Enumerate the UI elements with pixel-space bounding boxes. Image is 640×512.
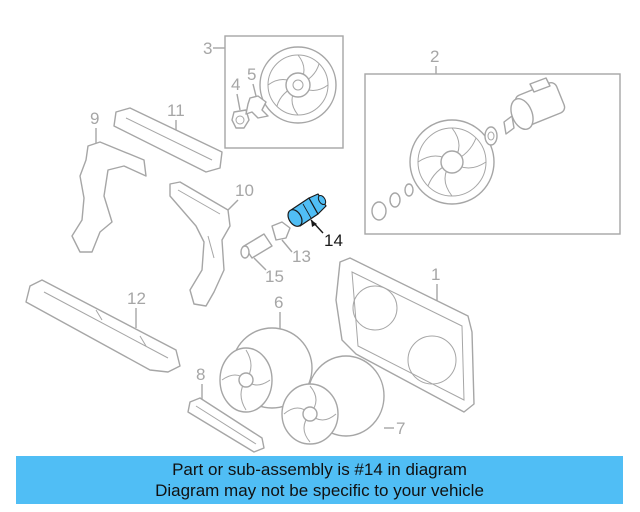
sensor-icon <box>240 233 273 259</box>
part-5-group: 5 <box>245 65 269 119</box>
part-15-group: 15 <box>240 233 284 286</box>
side-bracket-icon <box>71 141 147 253</box>
upper-panel-icon <box>113 107 223 173</box>
part-13-group: 13 <box>271 221 311 266</box>
callout-3: 3 <box>203 39 212 58</box>
fan-blade-6-icon <box>219 347 273 413</box>
rings-icon <box>371 183 414 221</box>
banner-line-1: Part or sub-assembly is #14 in diagram <box>172 460 467 479</box>
clip-icon <box>245 95 269 119</box>
part-12-group: 12 <box>25 279 181 373</box>
side-panel-icon <box>169 181 231 307</box>
bolt-icon <box>231 109 250 129</box>
part-2-box <box>364 73 621 235</box>
callout-2: 2 <box>430 47 439 66</box>
part-10-group: 10 <box>169 181 254 307</box>
part-7-group: 7 <box>281 355 405 445</box>
fan-assembly-icon <box>409 119 495 205</box>
part-6-group: 6 <box>219 293 313 413</box>
callout-1: 1 <box>431 265 440 284</box>
part-3-box <box>224 35 344 149</box>
fan-blade-icon <box>259 46 337 124</box>
info-banner: Part or sub-assembly is #14 in diagram D… <box>16 456 623 504</box>
part-2-group: 2 <box>364 47 621 235</box>
banner-line-2: Diagram may not be specific to your vehi… <box>155 481 484 500</box>
temperature-sensor-icon <box>287 193 327 227</box>
fan-blade-7-icon <box>281 383 339 445</box>
part-14-group: 14 <box>287 193 343 250</box>
washer-icon <box>484 115 515 146</box>
fan-shroud-icon <box>335 257 475 413</box>
callout-15: 15 <box>265 267 284 286</box>
callout-10: 10 <box>235 181 254 200</box>
callout-8: 8 <box>196 365 205 384</box>
callout-11: 11 <box>167 101 185 120</box>
lower-panel-icon <box>25 279 181 373</box>
callout-9: 9 <box>90 109 99 128</box>
motor-icon <box>510 77 566 131</box>
part-3-group: 3 <box>203 35 344 149</box>
callout-4: 4 <box>231 75 240 94</box>
part-1-group: 1 <box>335 257 475 413</box>
callout-5: 5 <box>247 65 256 84</box>
callout-13: 13 <box>292 247 311 266</box>
parts-diagram: 3 4 5 2 <box>25 35 621 453</box>
connector-icon <box>271 221 291 241</box>
callout-12: 12 <box>127 289 146 308</box>
part-8-group: 8 <box>187 365 265 453</box>
callout-14: 14 <box>324 231 343 250</box>
callout-7: 7 <box>396 419 405 438</box>
part-11-group: 11 <box>113 101 223 173</box>
part-9-group: 9 <box>71 109 147 253</box>
callout-6: 6 <box>274 293 283 312</box>
part-4-group: 4 <box>231 75 250 129</box>
